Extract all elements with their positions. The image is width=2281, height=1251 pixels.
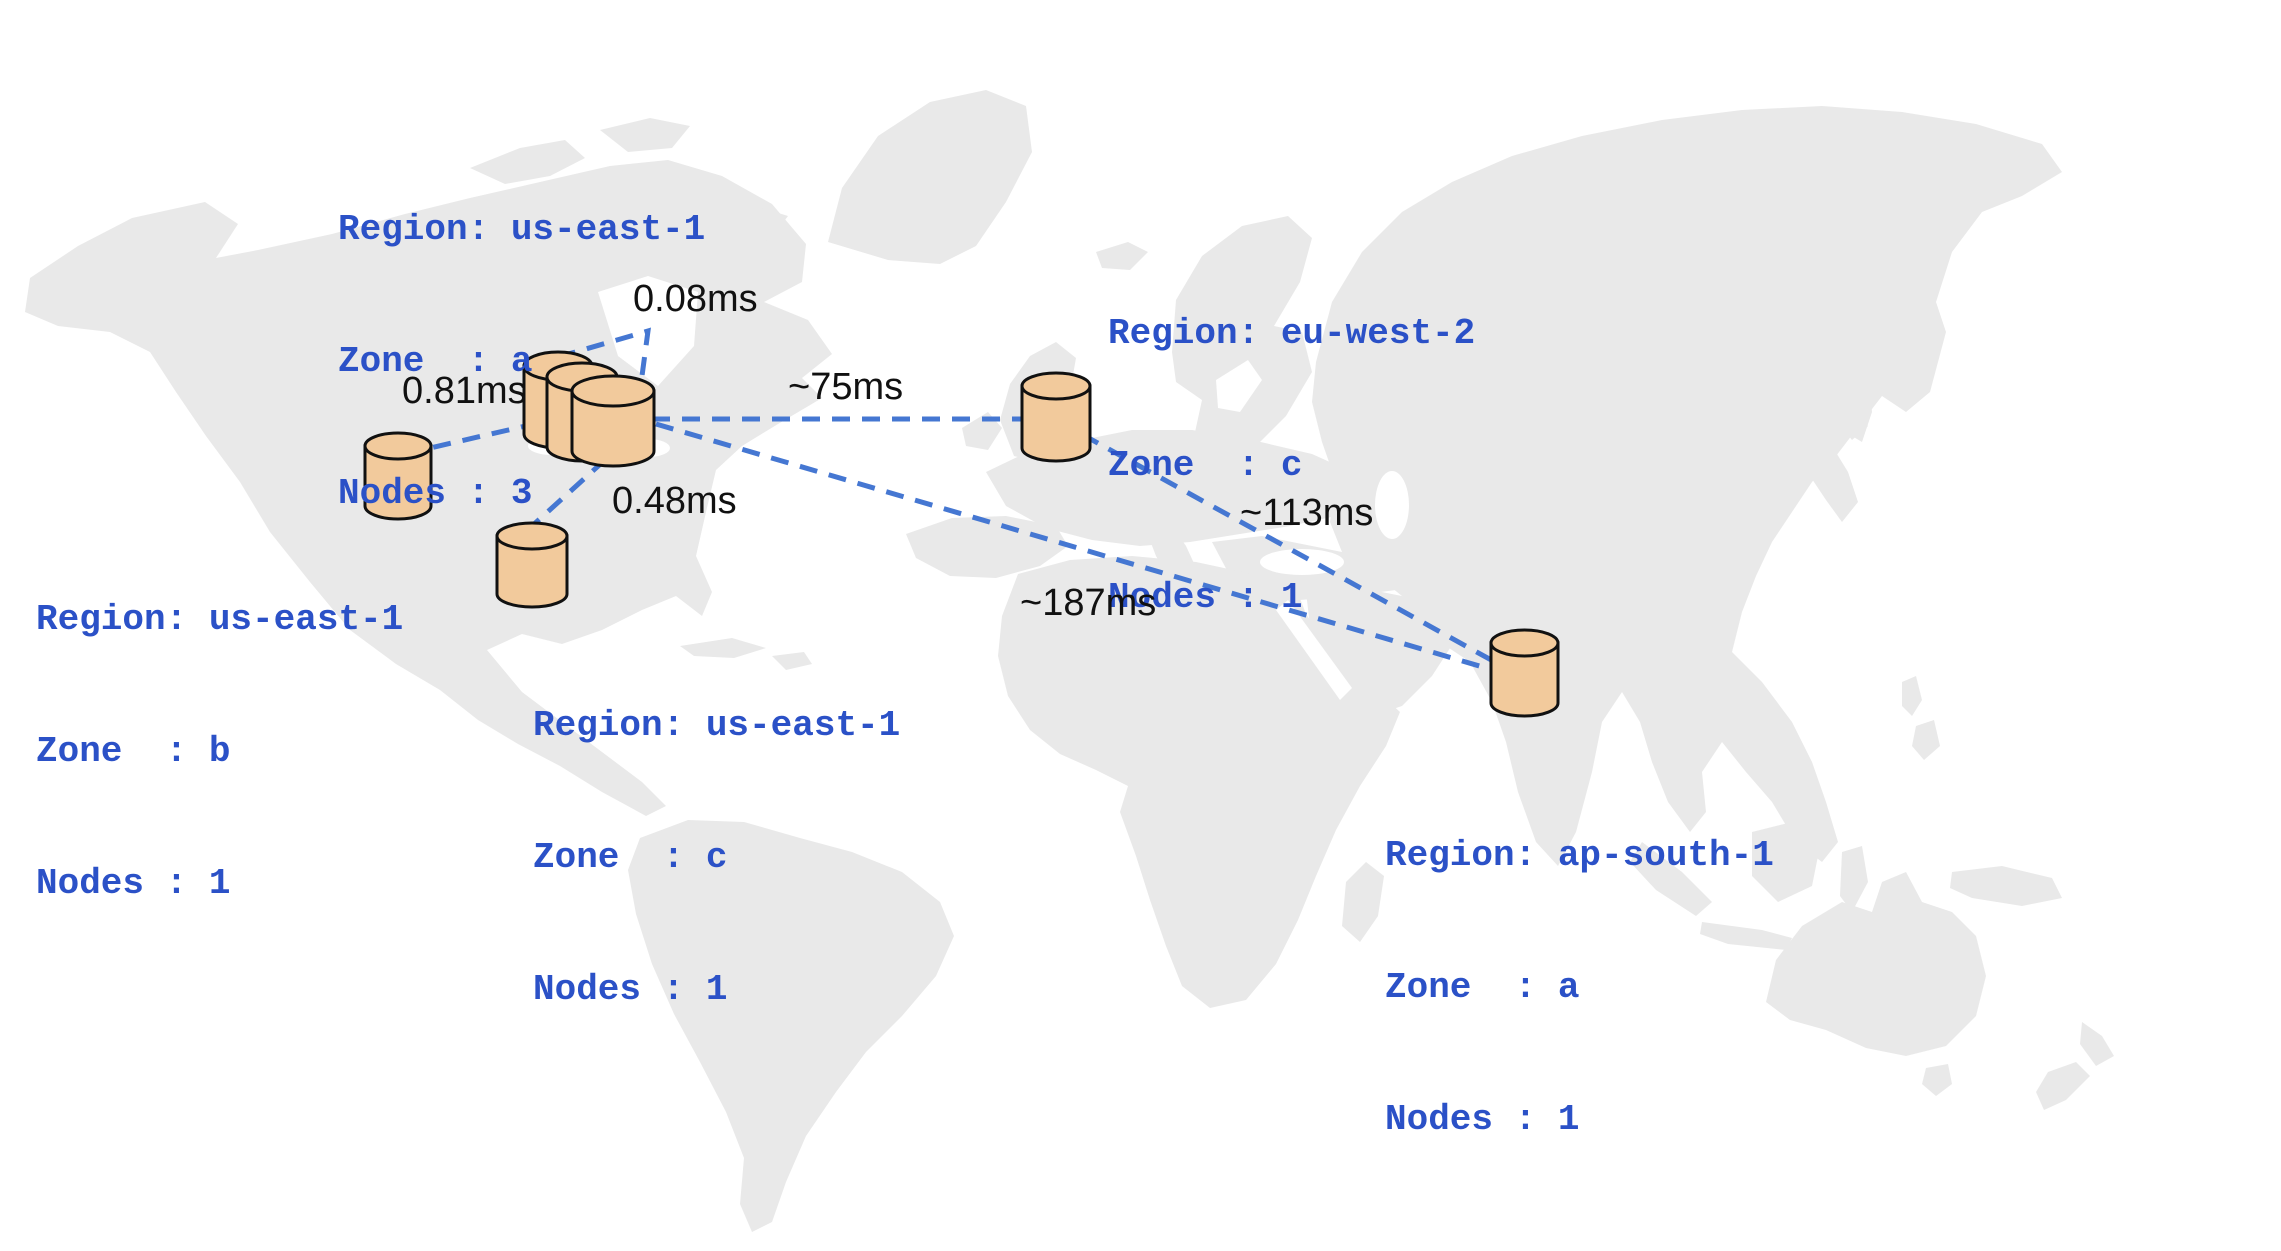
nodes-line: Nodes : 3 [338, 473, 533, 514]
africa-shape [998, 556, 1400, 1008]
nodes-line: Nodes : 1 [36, 863, 231, 904]
region-line: Region: ap-south-1 [1385, 835, 1774, 876]
database-us-east-1b-icon [363, 431, 433, 521]
region-line: Region: us-east-1 [36, 599, 404, 640]
zone-line: Zone : a [338, 341, 533, 382]
region-line: Region: eu-west-2 [1108, 313, 1476, 354]
link-us-east-to-ap-south [655, 421, 1494, 673]
link-intra-zone-a [557, 327, 651, 377]
database-eu-west-2c-icon [1020, 371, 1092, 463]
zone-line: Zone : c [1108, 445, 1303, 486]
latency-label-us-to-ap: ~187ms [1020, 582, 1157, 624]
south-america-shape [628, 820, 954, 1232]
europe-shape [986, 430, 1362, 546]
zone-line: Zone : c [533, 837, 728, 878]
scandinavia-shape [1172, 216, 1312, 470]
continents [25, 90, 2114, 1232]
greenland-shape [828, 90, 1032, 264]
red-sea-shape [1276, 600, 1352, 700]
latency-label-eu-to-ap: ~113ms [1240, 492, 1374, 534]
zone-line: Zone : a [1385, 967, 1580, 1008]
region-line: Region: us-east-1 [338, 209, 706, 250]
region-label-us-east-1c: Region: us-east-1 Zone : c Nodes : 1 [533, 616, 900, 1100]
region-label-us-east-1b: Region: us-east-1 Zone : b Nodes : 1 [36, 510, 403, 994]
database-us-east-1c-icon [495, 521, 569, 609]
region-label-us-east-1a: Region: us-east-1 Zone : a Nodes : 3 [338, 120, 705, 604]
region-label-eu-west-2c: Region: eu-west-2 Zone : c Nodes : 1 [1108, 224, 1475, 708]
nodes-line: Nodes : 1 [533, 969, 728, 1010]
database-cluster-us-east-1a-icon [522, 350, 656, 468]
latency-label-intra-zone-a: 0.08ms [633, 278, 758, 320]
australia-shape [1766, 872, 1986, 1056]
latency-label-us-to-eu: ~75ms [788, 366, 904, 408]
database-ap-south-1a-icon [1489, 628, 1560, 718]
latency-label-zone-c: 0.48ms [612, 480, 737, 522]
link-eu-west-to-ap-south [1054, 417, 1495, 664]
caspian-sea-shape [1375, 471, 1409, 539]
link-zone-c-to-zone-a [530, 457, 608, 528]
zone-line: Zone : b [36, 731, 231, 772]
region-line: Region: us-east-1 [533, 705, 901, 746]
latency-label-zone-b: 0.81ms [402, 370, 527, 412]
region-label-ap-south-1a: Region: ap-south-1 Zone : a Nodes : 1 [1385, 746, 1774, 1230]
nodes-line: Nodes : 1 [1108, 577, 1303, 618]
nodes-line: Nodes : 1 [1385, 1099, 1580, 1140]
